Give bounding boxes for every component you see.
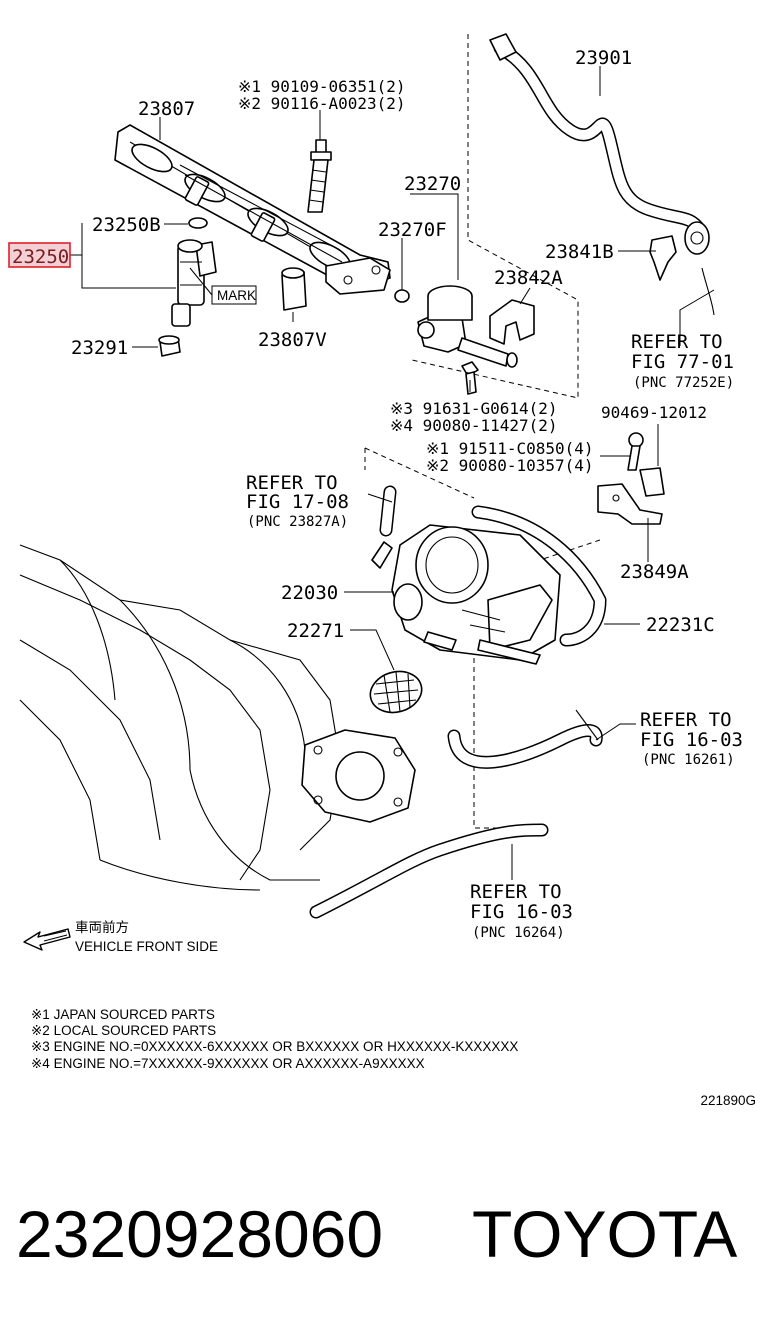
intake-manifold — [19, 544, 416, 891]
hoses — [309, 485, 607, 919]
clamp — [489, 299, 535, 345]
footnote-2: ※2 LOCAL SOURCED PARTS — [31, 1023, 216, 1038]
dashed-leader-c — [364, 447, 540, 829]
ref-16b-line1: REFER TO — [470, 881, 562, 903]
bracket — [597, 467, 665, 525]
mark-callout: MARK — [189, 267, 257, 305]
label-23849A: 23849A — [620, 561, 689, 583]
footnote-1: ※1 JAPAN SOURCED PARTS — [31, 1007, 215, 1022]
fuel-hose — [489, 33, 710, 255]
ref-77-line3: (PNC 77252E) — [633, 375, 734, 391]
leader-lines — [70, 66, 715, 880]
label-23841B: 23841B — [545, 241, 614, 263]
label-23250B: 23250B — [92, 214, 161, 236]
throttle-body — [371, 524, 561, 665]
highlighted-part[interactable]: 23250 — [8, 242, 71, 268]
footnote-3: ※3 ENGINE NO.=0XXXXXX-6XXXXXX OR BXXXXXX… — [31, 1039, 518, 1054]
ref-17-line2: FIG 17-08 — [246, 491, 349, 513]
hose-clip — [649, 235, 677, 281]
spacer — [281, 267, 307, 311]
rail-bolt — [307, 139, 332, 213]
bolt-label-3: ※3 91631-G0614(2) — [390, 399, 558, 418]
ref-77-line1: REFER TO — [631, 331, 723, 353]
fuel-injector — [171, 239, 217, 327]
o-ring — [188, 217, 208, 229]
label-23270F: 23270F — [378, 219, 447, 241]
brand-name: TOYOTA — [472, 1197, 737, 1271]
part-number: 2320928060 — [16, 1197, 383, 1271]
dashed-leader-a — [411, 34, 579, 399]
arrow-left-icon — [23, 928, 71, 951]
footnote-4: ※4 ENGINE NO.=7XXXXXX-9XXXXXX OR AXXXXXX… — [31, 1056, 425, 1071]
fuel-rail — [114, 124, 391, 295]
ref-16a-line3: (PNC 16261) — [642, 752, 735, 768]
regulator-bolt — [461, 361, 479, 395]
ref-16a-line1: REFER TO — [640, 709, 732, 731]
label-23270: 23270 — [404, 173, 461, 195]
insulator — [158, 335, 181, 357]
ref-17-line1: REFER TO — [246, 472, 338, 494]
front-side-en: VEHICLE FRONT SIDE — [75, 939, 218, 954]
label-22231C: 22231C — [646, 614, 715, 636]
label-23807V: 23807V — [258, 329, 327, 351]
bolt-label-2: ※2 90116-A0023(2) — [238, 94, 406, 113]
label-23250: 23250 — [12, 246, 69, 268]
ref-77-line2: FIG 77-01 — [631, 351, 734, 373]
label-22030: 22030 — [281, 582, 338, 604]
regulator-o-ring — [394, 289, 410, 303]
label-23842A: 23842A — [494, 267, 563, 289]
footnotes: ※1 JAPAN SOURCED PARTS ※2 LOCAL SOURCED … — [31, 1007, 518, 1071]
gasket — [369, 670, 423, 714]
label-23291: 23291 — [71, 337, 128, 359]
mark-label: MARK — [217, 288, 256, 303]
ref-17-line3: (PNC 23827A) — [247, 514, 348, 530]
throttle-bolt — [627, 432, 644, 471]
label-23807: 23807 — [138, 98, 195, 120]
bolt-label-1: ※1 90109-06351(2) — [238, 77, 406, 96]
front-side-jp: 車両前方 — [75, 919, 129, 935]
pressure-regulator — [417, 285, 518, 368]
bolt-label-6: ※2 90080-10357(4) — [426, 456, 594, 475]
refer-hose-stub — [701, 267, 715, 316]
bolt-label-4: ※4 90080-11427(2) — [390, 416, 558, 435]
ref-16b-line3: (PNC 16264) — [472, 925, 565, 941]
ref-16a-line2: FIG 16-03 — [640, 729, 743, 751]
label-22271: 22271 — [287, 620, 344, 642]
ref-16b-line2: FIG 16-03 — [470, 901, 573, 923]
label-90469: 90469-12012 — [601, 403, 707, 422]
vehicle-front-indicator: 車両前方 VEHICLE FRONT SIDE — [23, 919, 218, 954]
label-23901: 23901 — [575, 47, 632, 69]
figure-code: 221890G — [700, 1093, 756, 1108]
bolt-label-5: ※1 91511-C0850(4) — [426, 439, 594, 458]
